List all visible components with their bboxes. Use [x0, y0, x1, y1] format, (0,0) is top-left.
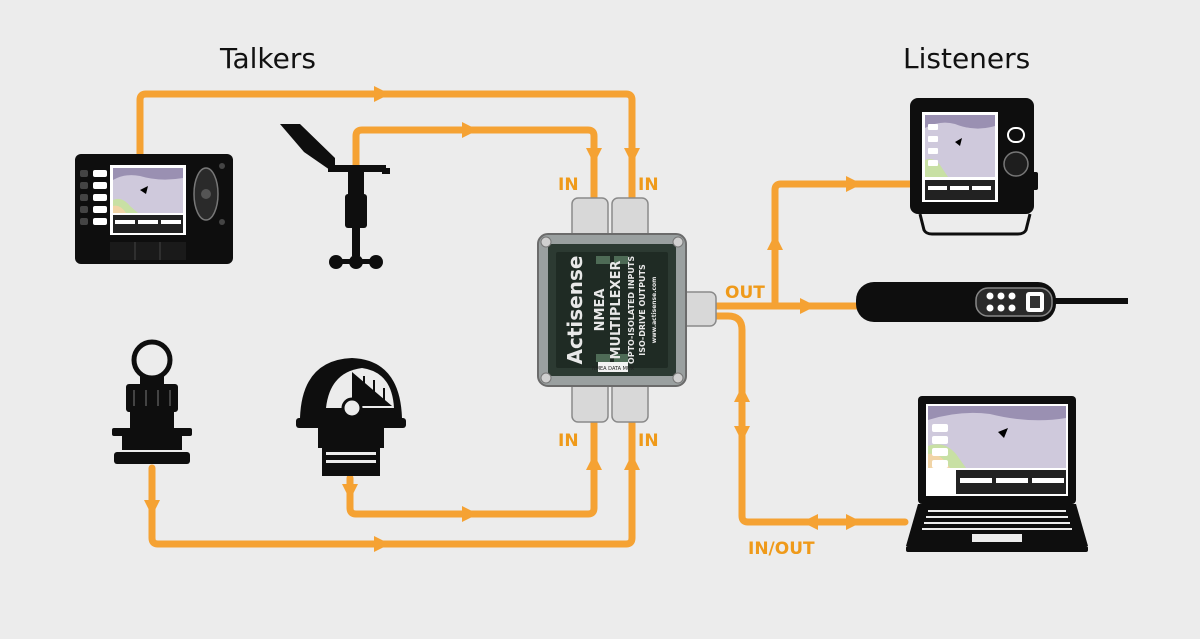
- arrow-right-out: [800, 298, 816, 314]
- remote-control-device: [856, 282, 1128, 322]
- arrow-right-bottom: [374, 536, 390, 552]
- label-out: OUT: [725, 283, 765, 303]
- arrow-right-windvane: [462, 122, 478, 138]
- multiplexer-line-2: MULTIPLEXER: [609, 261, 624, 360]
- wire-depth-to-in: [148, 414, 636, 548]
- label-in-bottom-left: IN: [558, 431, 579, 451]
- arrow-down-inout: [734, 426, 750, 442]
- wind-vane-device: [280, 124, 390, 269]
- arrow-up-inout: [734, 386, 750, 402]
- arrows: [144, 86, 862, 552]
- listeners-heading: Listeners: [903, 42, 1030, 75]
- multiplexer-brand: Actisense: [563, 256, 587, 365]
- nmea-multiplexer-box: Actisense NMEA MULTIPLEXER OPTO-ISOLATED…: [537, 197, 717, 423]
- compass-device: [296, 358, 406, 476]
- wires: [136, 90, 914, 548]
- depth-transducer-device: [112, 339, 192, 464]
- wire-inout-to-laptop: [702, 312, 909, 526]
- arrow-right-compass: [462, 506, 478, 522]
- arrow-right-laptop: [846, 514, 862, 530]
- arrow-left-laptop: [802, 514, 818, 530]
- arrow-right-top: [374, 86, 390, 102]
- arrow-down-compass: [342, 484, 358, 500]
- arrow-down-depth: [144, 500, 160, 516]
- wire-out-to-display: [771, 180, 914, 310]
- label-in-bottom-right: IN: [638, 431, 659, 451]
- label-in-top-left: IN: [558, 175, 579, 195]
- multiplexer-website: www.actisense.com: [651, 277, 658, 344]
- arrow-up-bottom-right: [624, 454, 640, 470]
- laptop-device: [906, 396, 1088, 552]
- label-in-out: IN/OUT: [748, 539, 815, 559]
- talkers-heading: Talkers: [219, 42, 316, 75]
- multiplexer-line-1: NMEA: [593, 289, 608, 332]
- arrow-up-bottom-left: [586, 454, 602, 470]
- label-in-top-right: IN: [638, 175, 659, 195]
- arrow-down-top-right: [624, 148, 640, 164]
- chartplotter-device: [75, 154, 233, 264]
- display-device: [910, 98, 1038, 236]
- arrow-down-top-left: [586, 148, 602, 164]
- multiplexer-line-3: OPTO-ISOLATED INPUTS: [627, 256, 636, 364]
- multiplexer-line-4: ISO-DRIVE OUTPUTS: [638, 264, 647, 356]
- arrow-up-out: [767, 234, 783, 250]
- multiplexer-model: NMEA DATA MUX: [592, 366, 635, 372]
- arrow-right-display: [846, 176, 862, 192]
